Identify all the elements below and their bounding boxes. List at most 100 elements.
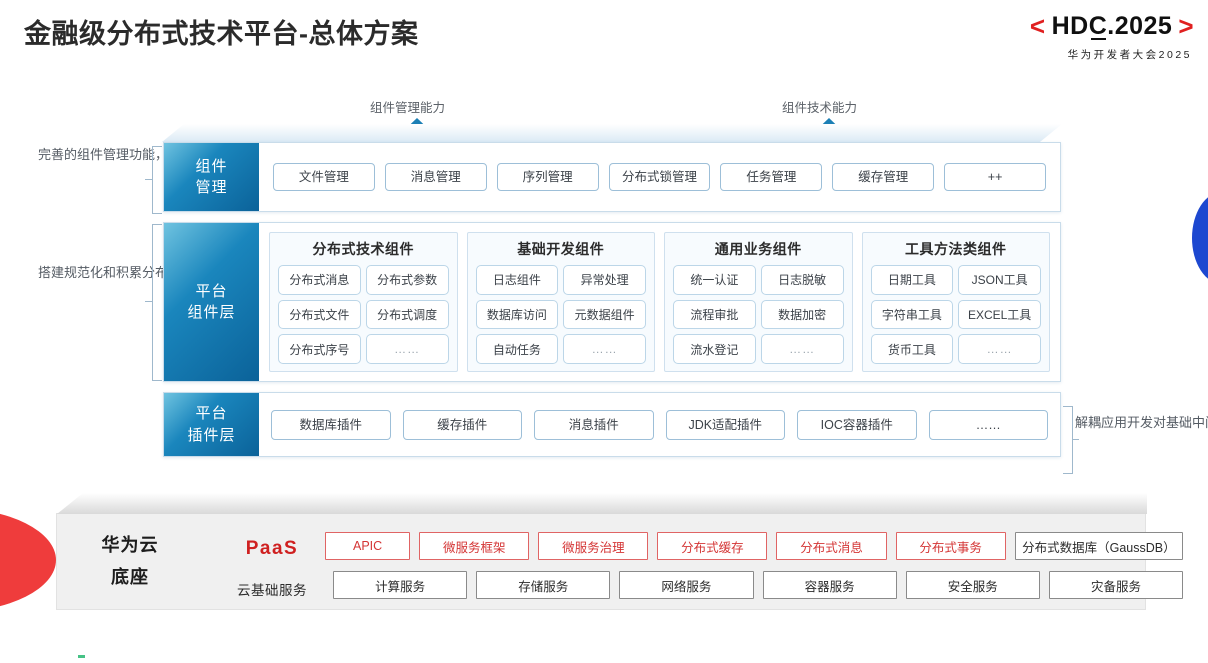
huawei-cloud-foundation-panel: 华为云 底座 PaaS 云基础服务 APIC 微服务框架 微服务治理 分布式缓存… bbox=[56, 493, 1184, 610]
cloud-service-item[interactable]: 容器服务 bbox=[762, 571, 897, 599]
group-title: 工具方法类组件 bbox=[905, 241, 1007, 257]
row-label-line-1: 平台 bbox=[195, 405, 228, 423]
bracket-left-bottom bbox=[152, 224, 162, 381]
component-cell[interactable]: 数据库访问 bbox=[475, 299, 559, 330]
group-title: 分布式技术组件 bbox=[312, 241, 414, 257]
base-label-line-2: 底座 bbox=[111, 566, 149, 587]
component-cell[interactable]: 分布式序号 bbox=[278, 334, 361, 364]
component-cell[interactable]: JSON工具 bbox=[958, 265, 1041, 295]
cloud-service-item[interactable]: 存储服务 bbox=[476, 571, 611, 599]
component-cell[interactable]: 分布式参数 bbox=[365, 265, 449, 295]
pill-item[interactable]: 文件管理 bbox=[273, 163, 375, 191]
component-cell[interactable]: 日期工具 bbox=[870, 265, 954, 295]
cloud-service-item[interactable]: 安全服务 bbox=[905, 571, 1040, 599]
caption-component-management-capability: 组件管理能力 bbox=[370, 101, 446, 115]
row-body-platform-plugin-layer: 数据库插件 缓存插件 消息插件 JDK适配插件 IOC容器插件 …… bbox=[259, 393, 1060, 456]
base-label-line-1: 华为云 bbox=[101, 535, 159, 555]
group-grid: 日期工具 JSON工具 字符串工具 EXCEL工具 货币工具 …… bbox=[870, 265, 1041, 364]
row-component-management: 组件 管理 文件管理 消息管理 序列管理 分布式锁管理 任务管理 缓存管理 ++ bbox=[163, 142, 1061, 212]
pill-item[interactable]: 消息管理 bbox=[384, 163, 487, 191]
architecture-board: 组件 管理 文件管理 消息管理 序列管理 分布式锁管理 任务管理 缓存管理 ++… bbox=[162, 124, 1062, 477]
cloud-service-item[interactable]: 灾备服务 bbox=[1048, 571, 1184, 599]
pill-item[interactable]: 任务管理 bbox=[720, 163, 823, 191]
cloud-service-item[interactable]: 网络服务 bbox=[619, 571, 754, 599]
caption-component-technology-capability: 组件技术能力 bbox=[782, 101, 858, 115]
component-cell[interactable]: 自动任务 bbox=[475, 334, 559, 364]
paas-service-item[interactable]: 分布式缓存 bbox=[657, 532, 768, 560]
group-title: 通用业务组件 bbox=[714, 241, 802, 257]
plugin-item[interactable]: IOC容器插件 bbox=[797, 409, 917, 440]
component-cell-more[interactable]: …… bbox=[365, 334, 449, 364]
bracket-left-top bbox=[152, 146, 162, 214]
note-right: 解耦应用开发对基础中间件及Java框架依赖 bbox=[1075, 415, 1208, 430]
component-cell-more[interactable]: …… bbox=[958, 334, 1041, 364]
pill-item[interactable]: 分布式锁管理 bbox=[608, 163, 711, 191]
logo-wordmark: HDC.2025 bbox=[1051, 11, 1173, 40]
row-label-line-2: 插件层 bbox=[187, 426, 236, 444]
row-label-component-management: 组件 管理 bbox=[164, 143, 259, 211]
plugin-item[interactable]: 消息插件 bbox=[534, 409, 654, 440]
paas-service-row: APIC 微服务框架 微服务治理 分布式缓存 分布式消息 分布式事务 分布式数据… bbox=[325, 532, 1184, 560]
hdc-logo: < HDC.2025 > 华为开发者大会2025 bbox=[894, 13, 1194, 62]
component-cell[interactable]: 异常处理 bbox=[563, 265, 646, 295]
paas-top-bevel bbox=[57, 493, 1147, 514]
row-label-platform-component-layer: 平台 组件层 bbox=[164, 223, 259, 381]
logo-text-year: .2025 bbox=[1107, 11, 1173, 40]
group-title: 基础开发组件 bbox=[517, 241, 605, 257]
row-body-platform-component-layer: 分布式技术组件 分布式消息 分布式参数 分布式文件 分布式调度 分布式序号 ……… bbox=[259, 223, 1060, 381]
cloud-service-row: 计算服务 存储服务 网络服务 容器服务 安全服务 灾备服务 bbox=[333, 571, 1184, 599]
plugin-item[interactable]: JDK适配插件 bbox=[665, 409, 785, 440]
page-title: 金融级分布式技术平台-总体方案 bbox=[24, 19, 419, 49]
plugin-item[interactable]: 数据库插件 bbox=[271, 409, 391, 440]
decorative-red-pie bbox=[0, 508, 56, 612]
group-basic-dev-components: 基础开发组件 日志组件 异常处理 数据库访问 元数据组件 自动任务 …… bbox=[466, 232, 655, 372]
component-cell[interactable]: 流程审批 bbox=[673, 299, 756, 330]
component-cell-more[interactable]: …… bbox=[563, 334, 646, 364]
paas-service-item[interactable]: 分布式事务 bbox=[895, 532, 1006, 560]
component-cell[interactable]: EXCEL工具 bbox=[958, 299, 1041, 330]
component-cell[interactable]: 分布式消息 bbox=[278, 265, 361, 295]
component-cell-more[interactable]: …… bbox=[760, 334, 844, 364]
component-cell[interactable]: 日志脱敏 bbox=[760, 265, 844, 295]
component-cell[interactable]: 货币工具 bbox=[870, 334, 954, 364]
paas-service-item[interactable]: 微服务治理 bbox=[538, 532, 649, 560]
logo-left-bracket: < bbox=[1029, 11, 1046, 41]
group-common-business-components: 通用业务组件 统一认证 日志脱敏 流程审批 数据加密 流水登记 …… bbox=[664, 232, 853, 372]
group-grid: 统一认证 日志脱敏 流程审批 数据加密 流水登记 …… bbox=[673, 265, 844, 364]
paas-service-item[interactable]: 微服务框架 bbox=[419, 532, 530, 560]
paas-service-item[interactable]: APIC bbox=[325, 532, 411, 560]
bracket-tick bbox=[145, 301, 152, 302]
pill-item[interactable]: 缓存管理 bbox=[832, 163, 935, 191]
paas-service-item-gaussdb[interactable]: 分布式数据库（GaussDB） bbox=[1014, 532, 1184, 560]
row-platform-component-layer: 平台 组件层 分布式技术组件 分布式消息 分布式参数 分布式文件 分布式调度 分… bbox=[163, 222, 1061, 382]
component-cell[interactable]: 分布式调度 bbox=[365, 299, 449, 330]
paas-content: 华为云 底座 PaaS 云基础服务 APIC 微服务框架 微服务治理 分布式缓存… bbox=[57, 514, 1184, 609]
component-cell[interactable]: 日志组件 bbox=[475, 265, 559, 295]
row-label-line-2: 组件层 bbox=[187, 304, 236, 321]
plugin-item-more[interactable]: …… bbox=[928, 409, 1048, 440]
component-cell[interactable]: 字符串工具 bbox=[870, 299, 954, 330]
logo-text-hd: HD bbox=[1051, 11, 1089, 40]
bracket-tick bbox=[145, 179, 152, 180]
cloud-basic-service-label: 云基础服务 bbox=[237, 583, 307, 598]
decorative-green-mark bbox=[78, 655, 85, 658]
pill-item[interactable]: 序列管理 bbox=[496, 163, 599, 191]
component-cell[interactable]: 流水登记 bbox=[673, 334, 756, 364]
bracket-right bbox=[1063, 406, 1073, 474]
row-platform-plugin-layer: 平台 插件层 数据库插件 缓存插件 消息插件 JDK适配插件 IOC容器插件 …… bbox=[163, 392, 1061, 457]
paas-service-item[interactable]: 分布式消息 bbox=[776, 532, 887, 560]
component-cell[interactable]: 元数据组件 bbox=[563, 299, 646, 330]
group-grid: 分布式消息 分布式参数 分布式文件 分布式调度 分布式序号 …… bbox=[278, 265, 449, 364]
bracket-tick bbox=[1072, 439, 1079, 440]
component-cell[interactable]: 数据加密 bbox=[760, 299, 844, 330]
logo-text-c: C bbox=[1088, 11, 1108, 40]
component-cell[interactable]: 统一认证 bbox=[673, 265, 756, 295]
component-cell[interactable]: 分布式文件 bbox=[278, 299, 361, 330]
cloud-service-item[interactable]: 计算服务 bbox=[333, 571, 468, 599]
note-left-top: 完善的组件管理功能，提供技术参数的全生命周期管理 bbox=[38, 144, 350, 167]
decorative-blue-segment bbox=[1192, 192, 1208, 284]
pill-item-more[interactable]: ++ bbox=[944, 163, 1047, 191]
board-top-bevel bbox=[162, 124, 1062, 142]
plugin-item[interactable]: 缓存插件 bbox=[402, 409, 522, 440]
